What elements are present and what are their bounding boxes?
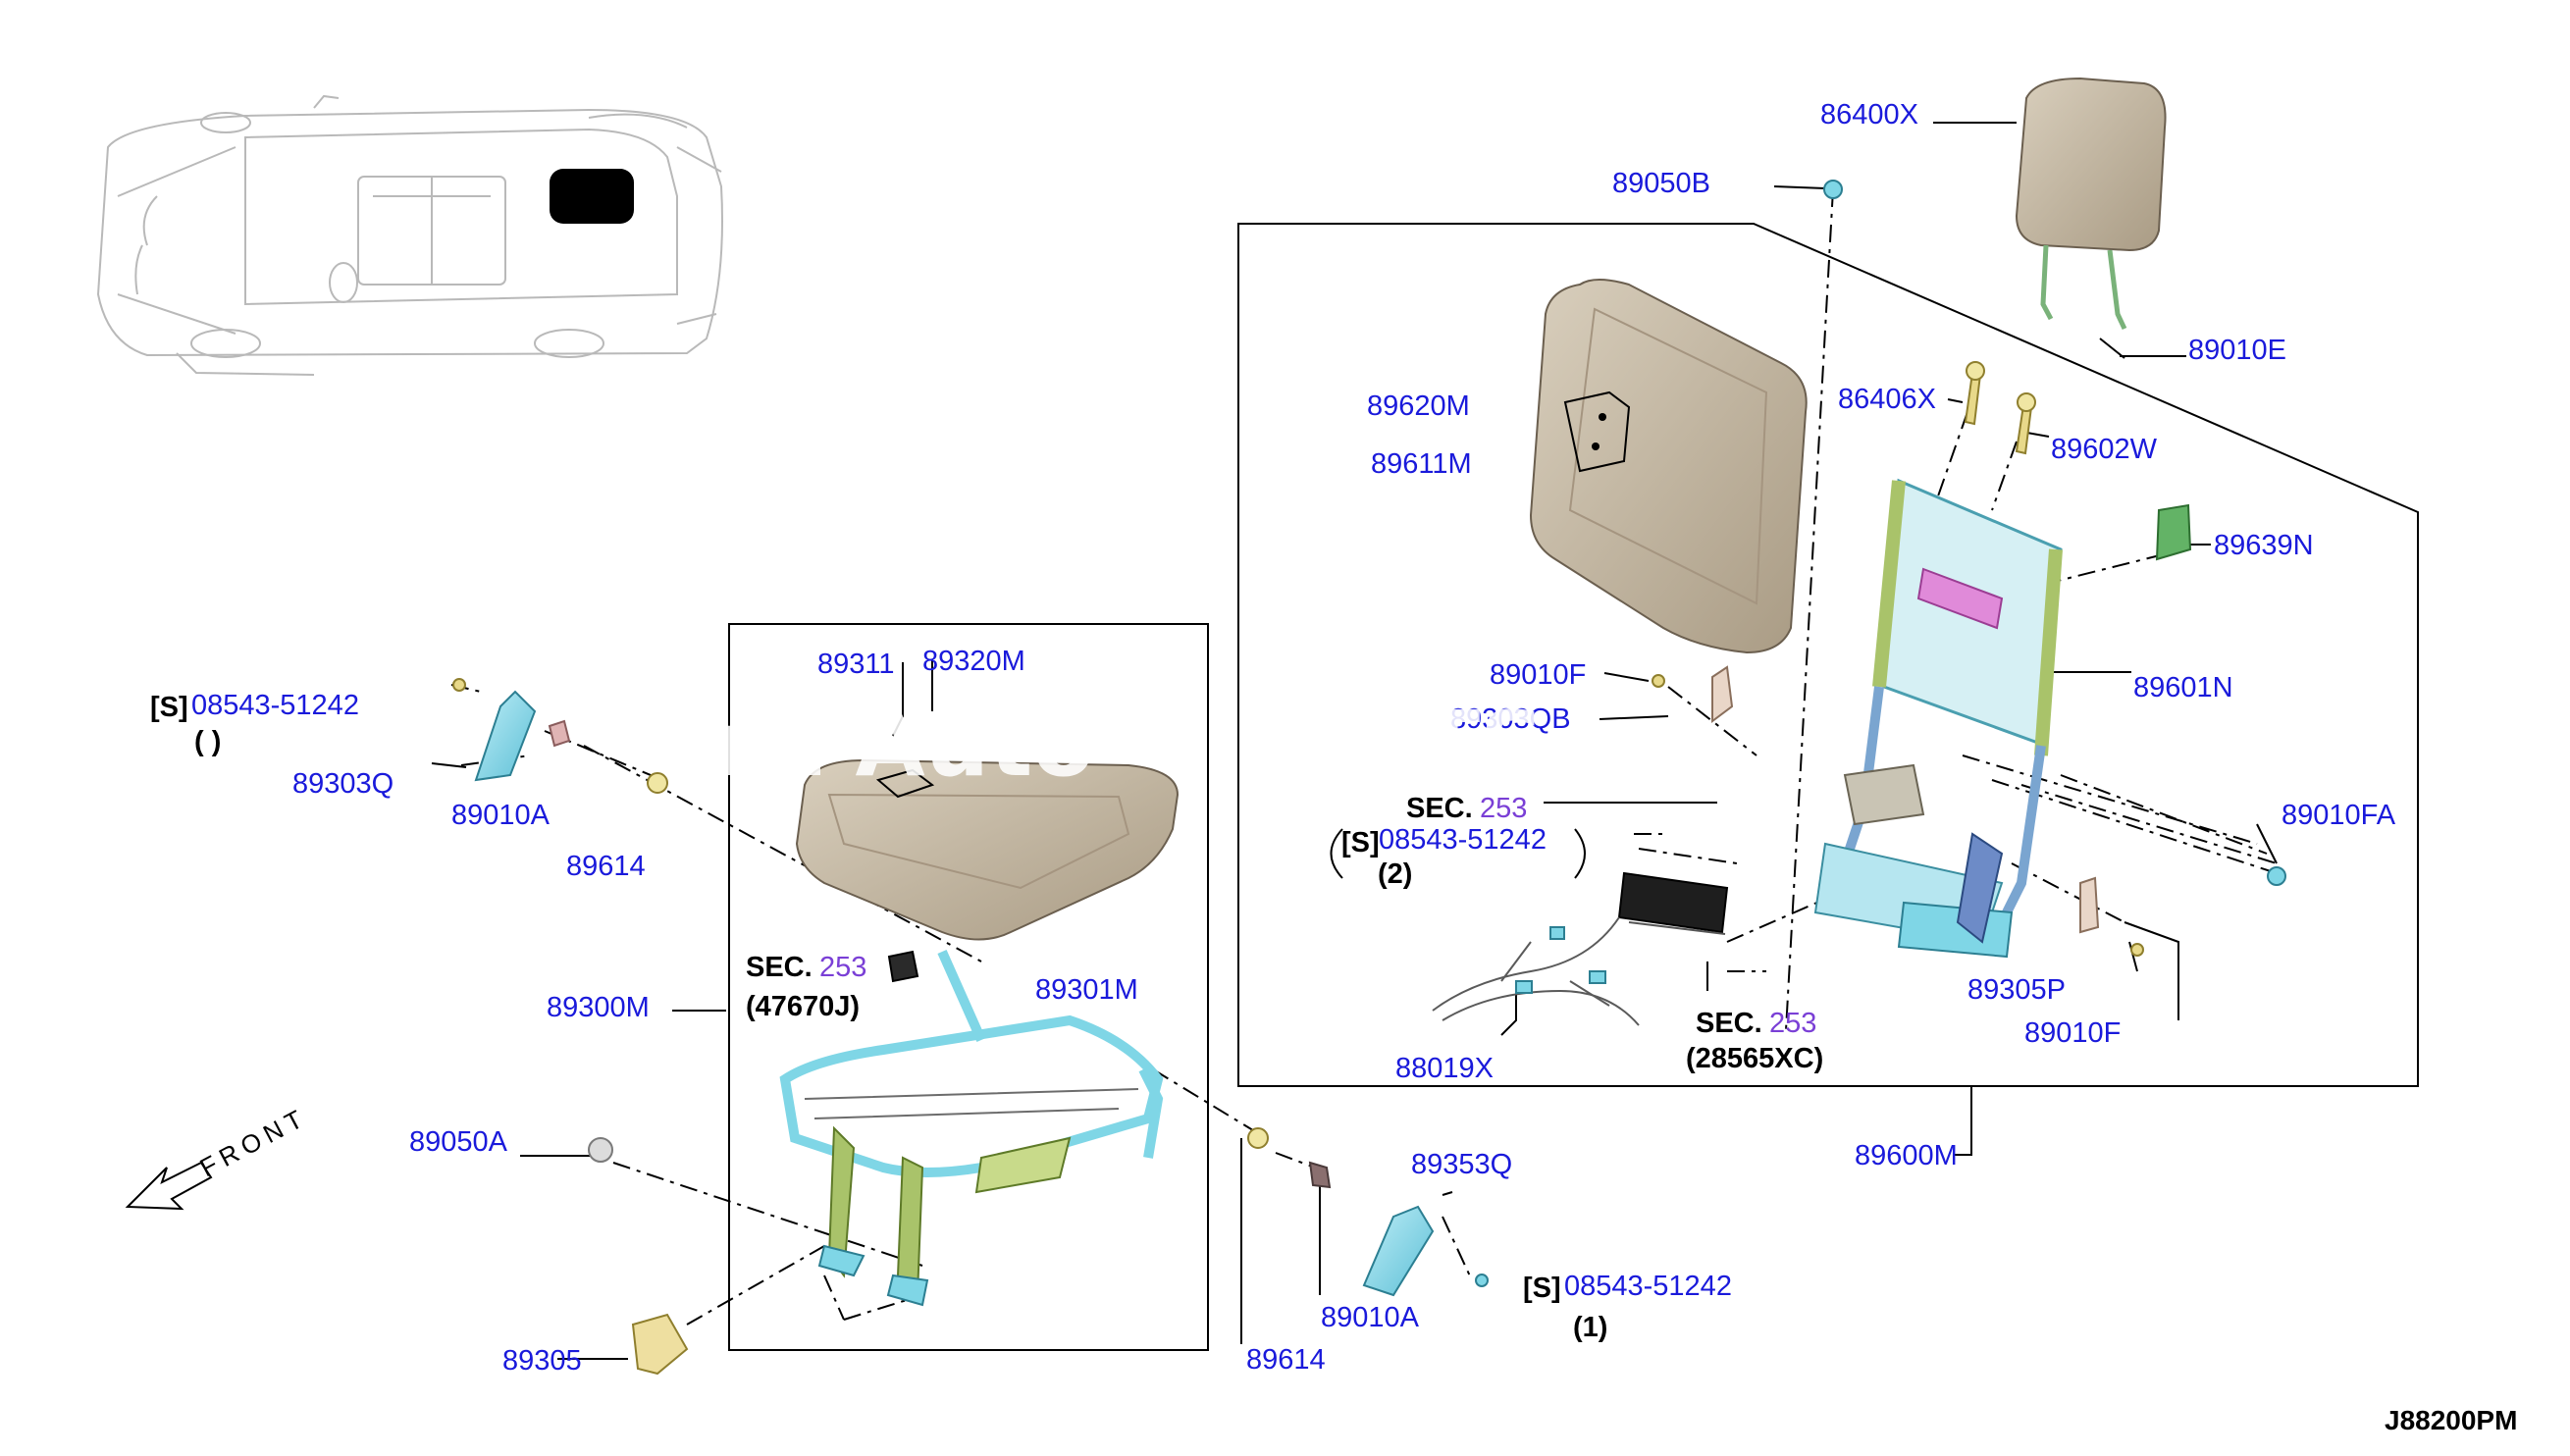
label-89611M: 89611M	[1371, 448, 1472, 480]
diagram-code: J88200PM	[2385, 1405, 2517, 1435]
bolt-89010FA-illustration	[2267, 866, 2286, 886]
screw-89010F-upper-illustration	[1652, 674, 1665, 688]
clip-89639N-illustration	[2155, 503, 2192, 561]
label-89303Q: 89303Q	[292, 768, 393, 800]
watermark-text: nt Auto ARTS	[716, 692, 1546, 797]
label-89620M: 89620M	[1367, 390, 1470, 422]
screw-right-part: 08543-51242	[1564, 1271, 1732, 1302]
label-89010FA: 89010FA	[2282, 800, 2396, 831]
sec-c-prefix: SEC.	[1696, 1008, 1762, 1039]
headrest-guides	[1964, 361, 2036, 455]
sec-a-num: 253	[819, 952, 866, 983]
screw-right-qty: (1)	[1573, 1312, 1607, 1343]
sec-a-prefix: SEC.	[746, 952, 813, 983]
screw-left-illustration	[452, 678, 466, 692]
label-89050A: 89050A	[409, 1126, 508, 1158]
section-ref-47670J: SEC. 253 (47670J)	[746, 952, 866, 1022]
label-89301M: 89301M	[1035, 974, 1138, 1006]
front-arrow-icon	[125, 1161, 213, 1211]
screw-callout-right: [S] 08543-51242 (1)	[1523, 1271, 1732, 1343]
screw-left-part: 08543-51242	[191, 690, 359, 721]
nut-89050B-illustration	[1823, 180, 1843, 199]
label-86406X: 86406X	[1838, 384, 1936, 415]
cover-89305-illustration	[631, 1313, 689, 1376]
trim-cover-89353Q-illustration	[1362, 1205, 1435, 1297]
control-unit-illustration	[1617, 871, 1729, 935]
label-89010F-lower: 89010F	[2024, 1017, 2121, 1049]
trim-cover-89303Q-illustration	[474, 690, 537, 782]
sec-a-code: (47670J)	[746, 991, 860, 1022]
section-ref-28565XC: SEC. 253 (28565XC)	[1686, 1008, 1823, 1074]
seat-location-marker	[550, 169, 634, 224]
label-86400X: 86400X	[1820, 99, 1918, 130]
label-89010A-right: 89010A	[1321, 1302, 1420, 1333]
screw-callout-mid: [S] 08543-51242 (2)	[1330, 824, 1586, 890]
cushion-trim-illustration	[795, 758, 1180, 941]
label-89639N: 89639N	[2214, 530, 2314, 561]
seatback-trim-illustration	[1529, 279, 1808, 654]
label-89320M: 89320M	[922, 646, 1025, 677]
cover-89305P-illustration	[2079, 876, 2100, 934]
cushion-assembly-frame	[728, 623, 1209, 1351]
label-89303QB: 89303QB	[1450, 703, 1571, 735]
front-label: FRONT	[195, 1102, 313, 1183]
label-89311: 89311	[817, 649, 895, 680]
label-89602W: 89602W	[2051, 434, 2158, 465]
sec-b-prefix: SEC.	[1406, 793, 1473, 824]
bolt-89050A-illustration	[588, 1137, 613, 1163]
cushion-frame-illustration	[779, 949, 1164, 1307]
part-labels: 86400X 89050B 89010E 86406X 89602W 89620…	[292, 99, 2396, 1377]
screw-89010F-illustration	[2130, 943, 2144, 957]
screw-mid-part: 08543-51242	[1379, 824, 1547, 856]
seatback-assembly-frame	[1237, 223, 2419, 1087]
bushing-89614-right-illustration	[1247, 1127, 1269, 1149]
sec-c-num: 253	[1769, 1008, 1816, 1039]
sec-b-num: 253	[1480, 793, 1527, 824]
label-89300M: 89300M	[547, 992, 650, 1023]
screw-mid-prefix: [S]	[1341, 827, 1380, 858]
label-88019X: 88019X	[1395, 1053, 1494, 1084]
screw-right-prefix: [S]	[1523, 1273, 1561, 1304]
sec-c-code: (28565XC)	[1686, 1043, 1823, 1074]
section-ref-top: SEC. 253	[1406, 793, 1527, 824]
screw-callout-left: [S] 08543-51242 ( )	[150, 690, 359, 757]
bushing-89614-left-illustration	[647, 772, 668, 794]
label-89353Q: 89353Q	[1411, 1149, 1512, 1180]
label-89050B: 89050B	[1612, 168, 1710, 199]
screw-left-prefix: [S]	[150, 692, 188, 723]
label-89010F-upper: 89010F	[1490, 659, 1586, 691]
connector-47670J-illustration	[887, 950, 919, 983]
screw-mid-qty: (2)	[1378, 858, 1412, 890]
bolt-89010A-left-illustration	[548, 719, 571, 748]
label-89614-left: 89614	[566, 851, 646, 882]
screw-right-illustration	[1475, 1274, 1489, 1287]
label-89600M: 89600M	[1855, 1140, 1958, 1171]
label-89010A-left: 89010A	[451, 800, 551, 831]
label-89614-right: 89614	[1246, 1344, 1326, 1376]
label-89305: 89305	[502, 1345, 582, 1377]
wire-harness-88019X-illustration	[1432, 916, 1640, 1026]
seatback-frame-illustration	[1813, 478, 2063, 959]
vehicle-locator-image	[96, 94, 723, 376]
screw-left-qty: ( )	[194, 726, 221, 757]
bolt-89010A-right-illustration	[1308, 1161, 1332, 1189]
label-89601N: 89601N	[2133, 672, 2233, 703]
headrest-illustration	[2015, 77, 2167, 331]
cover-89303QB-illustration	[1711, 665, 1734, 723]
label-89010E: 89010E	[2188, 335, 2286, 366]
label-89305P: 89305P	[1967, 974, 2066, 1006]
